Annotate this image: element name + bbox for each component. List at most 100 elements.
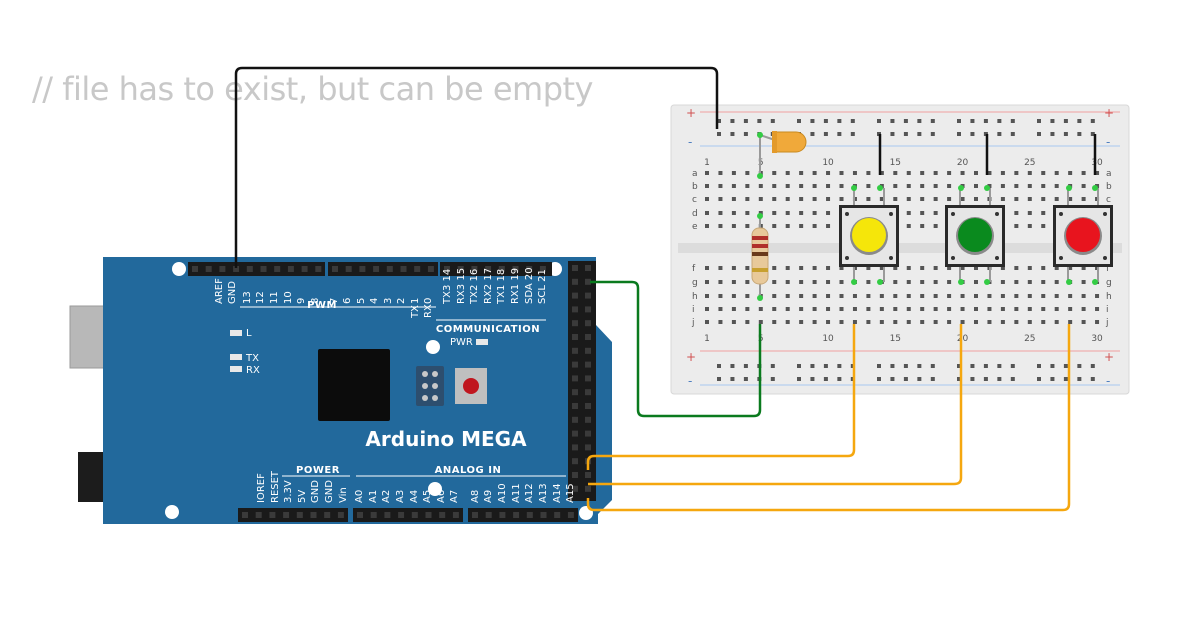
power-analog-headers[interactable] — [238, 508, 578, 522]
rail-hole — [970, 364, 975, 368]
pushbuttons[interactable] — [839, 188, 1113, 282]
breadboard-hole — [826, 197, 831, 201]
row-label: h — [692, 292, 698, 302]
row-label: e — [692, 222, 698, 232]
column-label: 15 — [890, 158, 901, 168]
breadboard-hole — [1081, 171, 1086, 175]
pin-label: AREF — [214, 278, 225, 304]
column-label: 20 — [957, 334, 969, 344]
breadboard-hole — [933, 211, 938, 215]
analog-pin-label: A6 — [436, 490, 447, 503]
rail-hole — [717, 132, 721, 136]
breadboard-hole — [1041, 266, 1046, 270]
row-label: g — [692, 278, 698, 288]
digital-header[interactable] — [440, 262, 552, 276]
mount-hole — [428, 482, 442, 496]
rail-hole — [1063, 132, 1068, 136]
breadboard-hole — [785, 307, 790, 311]
green-button[interactable] — [945, 188, 1005, 282]
breadboard-hole — [960, 294, 965, 298]
row-label: f — [1106, 264, 1110, 274]
breadboard-hole — [799, 320, 804, 324]
breadboard-hole — [1054, 294, 1059, 298]
breadboard-hole — [987, 294, 992, 298]
breadboard-hole — [893, 320, 898, 324]
breadboard-hole — [987, 184, 992, 188]
analog-in-label: ANALOG IN — [435, 465, 502, 476]
rail-hole — [957, 364, 961, 368]
breadboard-hole — [1000, 294, 1005, 298]
breadboard-hole — [745, 266, 750, 270]
breadboard-hole — [785, 197, 790, 201]
rail-hole — [1050, 119, 1055, 123]
rail-hole — [983, 364, 988, 368]
breadboard-hole — [1081, 266, 1086, 270]
bottom-header[interactable] — [238, 508, 348, 522]
breadboard-hole — [745, 171, 750, 175]
breadboard-hole — [906, 211, 911, 215]
red-button[interactable] — [1053, 188, 1113, 282]
breadboard-hole — [893, 197, 898, 201]
digital-headers[interactable] — [188, 262, 552, 276]
breadboard-hole — [879, 294, 884, 298]
breadboard-hole — [731, 197, 736, 201]
breadboard-hole — [906, 197, 911, 201]
breadboard-hole — [1095, 171, 1100, 175]
digital-header[interactable] — [328, 262, 438, 276]
rail-hole — [823, 364, 828, 368]
breadboard-hole — [960, 320, 965, 324]
breadboard-hole — [1027, 184, 1032, 188]
breadboard-hole — [1041, 224, 1046, 228]
breadboard-hole — [1081, 307, 1086, 311]
breadboard-hole — [852, 320, 857, 324]
resistor[interactable] — [751, 216, 769, 298]
rail-hole — [1037, 377, 1041, 381]
breadboard-hole — [758, 184, 763, 188]
bottom-header[interactable] — [468, 508, 578, 522]
rail-hole — [890, 132, 895, 136]
double-row-header[interactable] — [568, 261, 596, 501]
breadboard-hole — [799, 171, 804, 175]
rail-minus-label: - — [1106, 374, 1110, 388]
breadboard-hole — [745, 211, 750, 215]
rail-hole — [1037, 119, 1041, 123]
breadboard-hole — [1014, 211, 1019, 215]
rail-hole — [810, 119, 815, 123]
rail-hole — [770, 119, 775, 123]
yellow-button[interactable] — [839, 188, 899, 282]
breadboard-hole — [974, 184, 978, 188]
breadboard-hole — [718, 184, 723, 188]
breadboard-hole — [812, 307, 817, 311]
breadboard[interactable]: + + + + - - - - aabbccddeeffgghhiijj1155… — [670, 104, 1130, 395]
breadboard-hole — [812, 280, 817, 284]
rail-hole — [877, 377, 881, 381]
breadboard-hole — [731, 211, 736, 215]
bottom-header[interactable] — [353, 508, 463, 522]
rail-hole — [957, 377, 961, 381]
breadboard-hole — [799, 211, 804, 215]
breadboard-hole — [866, 184, 871, 188]
breadboard-hole — [772, 266, 777, 270]
breadboard-hole — [1027, 294, 1032, 298]
breadboard-hole — [785, 294, 790, 298]
breadboard-hole — [745, 280, 750, 284]
breadboard-hole — [1014, 280, 1019, 284]
rail-hole — [743, 119, 748, 123]
breadboard-hole — [1054, 171, 1059, 175]
breadboard-hole — [906, 266, 911, 270]
analog-pin-label: A8 — [470, 490, 481, 503]
yellow-button-wire — [586, 324, 856, 470]
digital-header[interactable] — [188, 262, 325, 276]
breadboard-hole — [826, 224, 831, 228]
breadboard-hole — [933, 280, 938, 284]
reset-button[interactable] — [463, 378, 479, 394]
breadboard-hole — [826, 280, 831, 284]
rail-hole — [997, 364, 1002, 368]
row-label: g — [1106, 278, 1112, 288]
breadboard-hole — [947, 320, 952, 324]
rail-hole — [837, 377, 842, 381]
pin-label-rx0: RX — [423, 304, 434, 318]
rail-hole — [917, 119, 922, 123]
rail-hole — [890, 364, 895, 368]
